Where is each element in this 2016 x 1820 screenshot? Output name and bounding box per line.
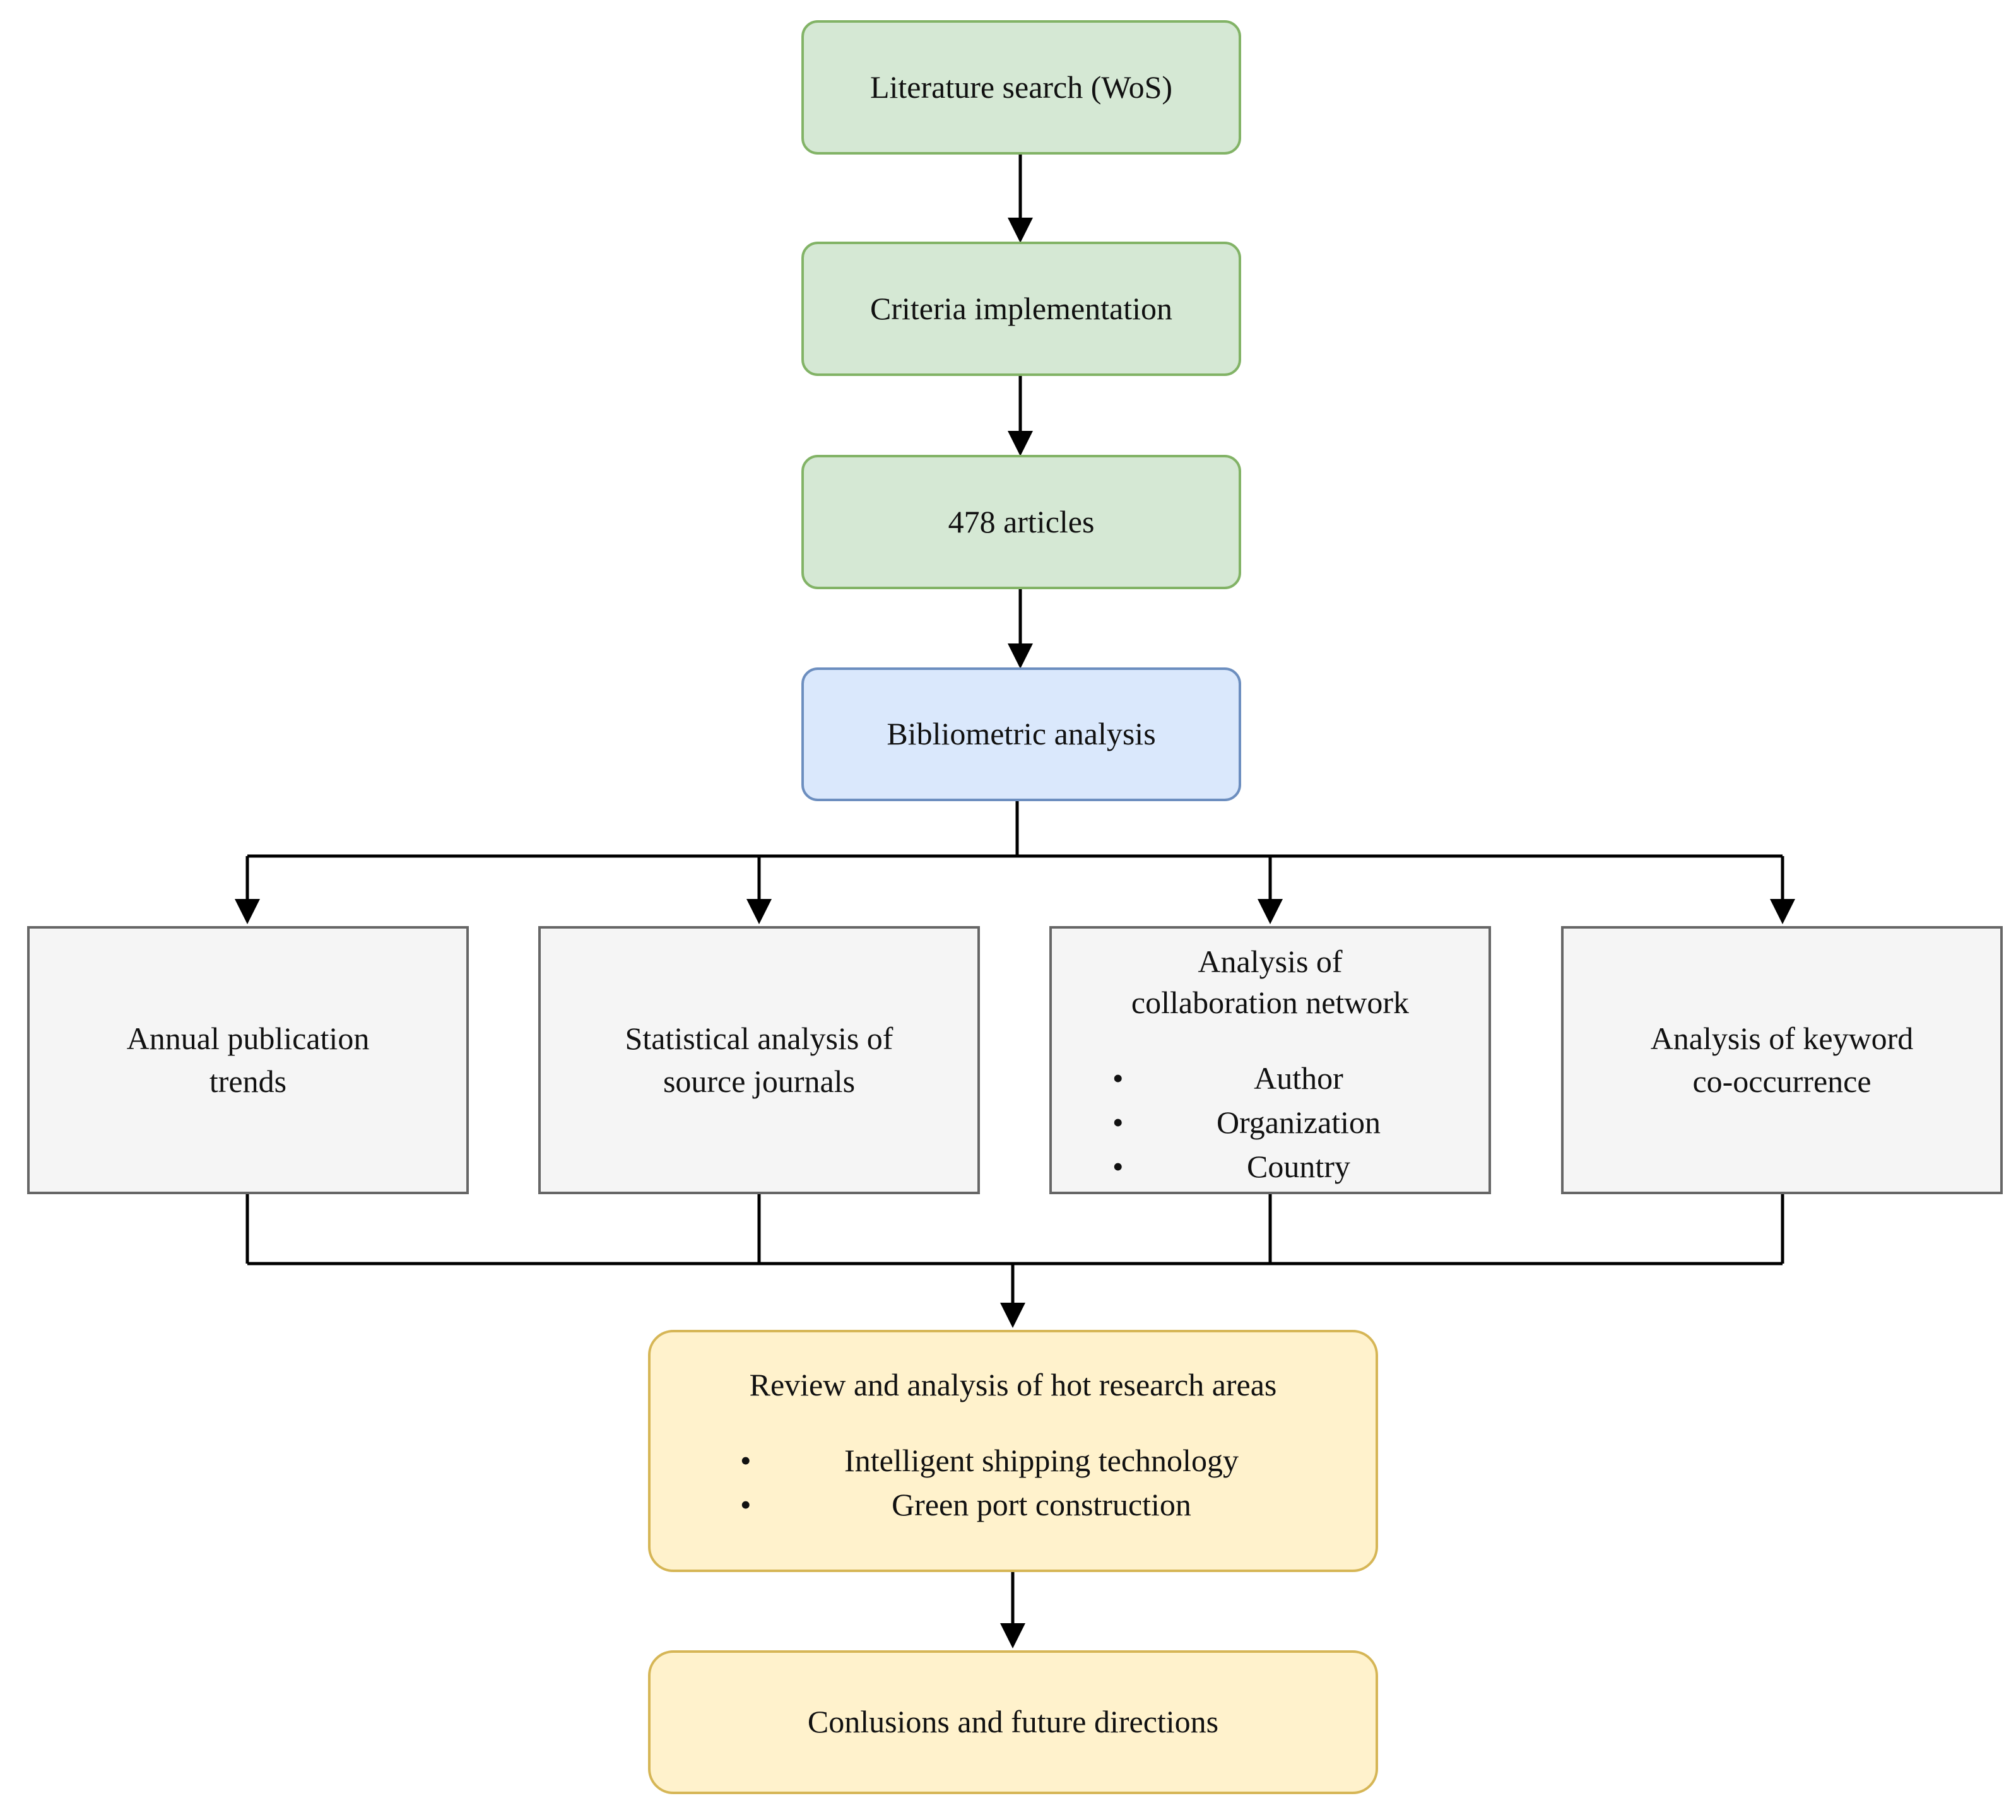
arrowhead-articles <box>1008 431 1033 456</box>
hot-bullet-list: Intelligent shipping technology Green po… <box>740 1438 1239 1527</box>
arrowhead-hot <box>1000 1303 1025 1328</box>
arrowhead-bibliometric <box>1008 643 1033 669</box>
node-criteria-implementation: Criteria implementation <box>801 242 1241 376</box>
collab-title-line2: collaboration network <box>1131 985 1410 1020</box>
node-literature-search-label: Literature search (WoS) <box>869 69 1173 105</box>
arrowhead-annual <box>235 899 260 924</box>
collab-bullet-list: Author Organization Country <box>1112 1056 1381 1189</box>
arrowhead-collab <box>1258 899 1283 924</box>
collab-item-country: Country <box>1112 1144 1381 1189</box>
node-criteria-implementation-label: Criteria implementation <box>869 290 1173 326</box>
hot-item-green-port: Green port construction <box>740 1482 1239 1527</box>
arrowhead-conclusions <box>1000 1623 1025 1648</box>
node-annual-publication-trends: Annual publication trends <box>27 926 469 1194</box>
node-literature-search: Literature search (WoS) <box>801 20 1241 155</box>
node-bibliometric-analysis: Bibliometric analysis <box>801 667 1241 801</box>
node-conclusions-label: Conlusions and future directions <box>807 1704 1219 1740</box>
node-collaboration-network: Analysis of collaboration network Author… <box>1049 926 1491 1194</box>
collab-item-organization: Organization <box>1112 1100 1381 1144</box>
node-annual-publication-trends-label: Annual publication trends <box>126 1021 370 1099</box>
node-bibliometric-analysis-label: Bibliometric analysis <box>887 716 1156 752</box>
node-conclusions: Conlusions and future directions <box>648 1650 1378 1794</box>
node-source-journals-label: Statistical analysis of source journals <box>625 1021 893 1099</box>
arrowhead-criteria <box>1008 218 1033 243</box>
node-keyword-cooccurrence-label: Analysis of keyword co-occurrence <box>1650 1021 1914 1099</box>
arrowhead-journals <box>746 899 772 924</box>
node-articles: 478 articles <box>801 455 1241 589</box>
arrowhead-keyword <box>1770 899 1795 924</box>
hot-title: Review and analysis of hot research area… <box>749 1367 1277 1402</box>
node-articles-label: 478 articles <box>948 503 1095 539</box>
hot-item-intelligent-shipping: Intelligent shipping technology <box>740 1438 1239 1482</box>
collab-item-author: Author <box>1112 1056 1381 1100</box>
node-source-journals: Statistical analysis of source journals <box>538 926 980 1194</box>
node-keyword-cooccurrence: Analysis of keyword co-occurrence <box>1561 926 2003 1194</box>
collab-title-line1: Analysis of <box>1198 944 1343 979</box>
node-hot-research-areas: Review and analysis of hot research area… <box>648 1330 1378 1572</box>
